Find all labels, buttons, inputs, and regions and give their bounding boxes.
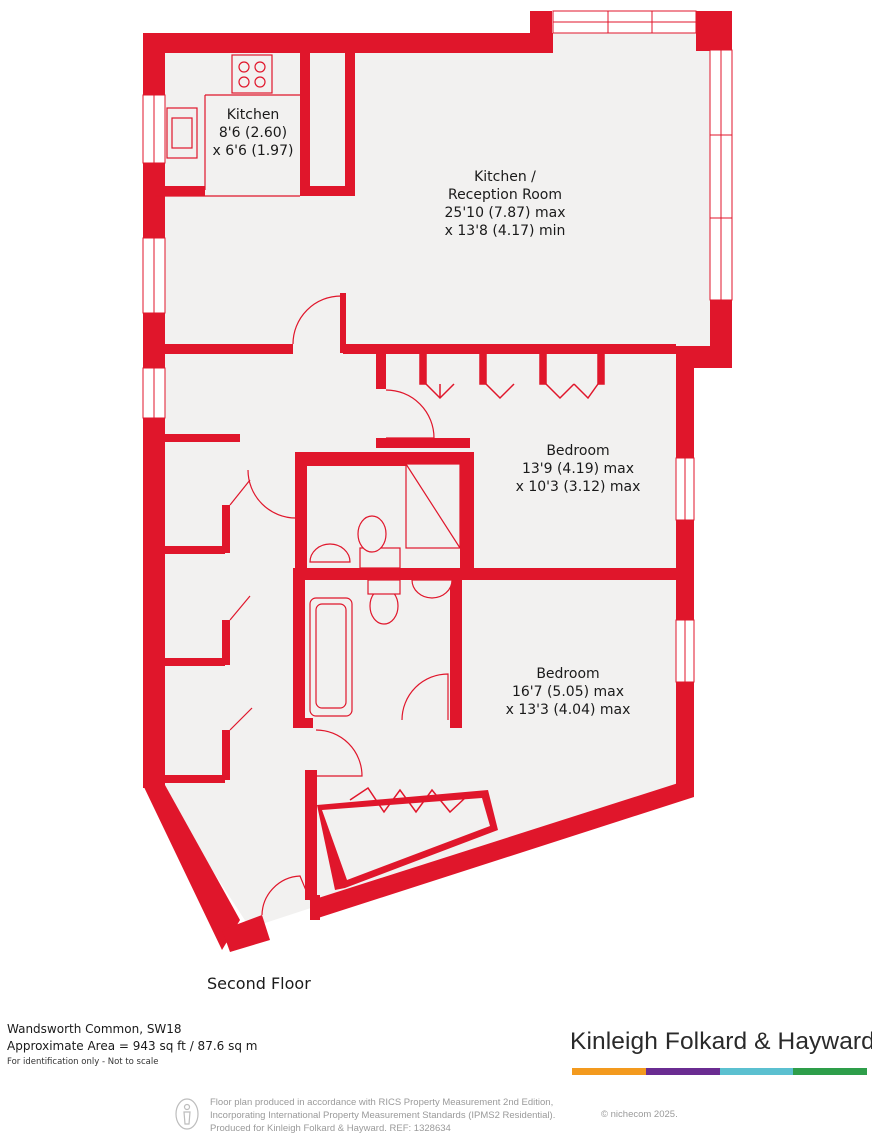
floor-plan [142, 10, 733, 952]
person-icon [175, 1098, 199, 1130]
room-label-bedroom-2: Bedroom 16'7 (5.05) max x 13'3 (4.04) ma… [490, 665, 646, 719]
property-info: Wandsworth Common, SW18 Approximate Area… [7, 1021, 257, 1069]
wardrobe-doors [349, 353, 605, 814]
kitchen-fixtures [155, 54, 300, 197]
room-name: Bedroom [536, 666, 600, 682]
floor-label: Second Floor [207, 974, 311, 993]
producer-credit: © nichecom 2025. [601, 1109, 678, 1120]
room-dimension: 25'10 (7.87) max [444, 205, 566, 221]
room-name: Reception Room [447, 187, 563, 203]
doors [229, 295, 449, 916]
bedroom2-wardrobe [322, 798, 490, 880]
brand-bar-green [793, 1068, 867, 1075]
room-dimension: 13'9 (4.19) max [521, 461, 635, 477]
scale-note: For identification only - Not to scale [7, 1057, 159, 1067]
room-name: Bedroom [546, 443, 610, 459]
room-dimension: x 6'6 (1.97) [212, 143, 294, 159]
brand-name: Kinleigh Folkard & Hayward [570, 1028, 872, 1055]
room-dimension: 16'7 (5.05) max [511, 684, 625, 700]
room-dimension: x 13'8 (4.17) min [444, 223, 566, 239]
room-label-bedroom-1: Bedroom 13'9 (4.19) max x 10'3 (3.12) ma… [500, 442, 656, 496]
bathroom-fixtures [309, 463, 461, 717]
legal-line: Floor plan produced in accordance with R… [210, 1097, 554, 1108]
room-name: Kitchen / [474, 169, 536, 185]
legal-line: Produced for Kinleigh Folkard & Hayward.… [210, 1123, 451, 1134]
windows [142, 10, 733, 683]
room-dimension: x 13'3 (4.04) max [505, 702, 631, 718]
property-area: Approximate Area = 943 sq ft / 87.6 sq m [7, 1039, 258, 1053]
room-label-kitchen-reception: Kitchen / Reception Room 25'10 (7.87) ma… [420, 168, 590, 240]
legal-notice: Floor plan produced in accordance with R… [210, 1096, 555, 1135]
property-address: Wandsworth Common, SW18 [7, 1022, 182, 1036]
room-label-kitchen: Kitchen 8'6 (2.60) x 6'6 (1.97) [208, 106, 298, 160]
brand-bar-teal [719, 1068, 794, 1075]
room-name: Kitchen [226, 107, 280, 123]
brand-bar-orange [572, 1068, 646, 1075]
room-dimension: x 10'3 (3.12) max [515, 479, 641, 495]
brand-color-bar [572, 1068, 867, 1075]
brand-bar-purple [645, 1068, 720, 1075]
room-dimension: 8'6 (2.60) [218, 125, 288, 141]
legal-line: Incorporating International Property Mea… [210, 1110, 556, 1121]
